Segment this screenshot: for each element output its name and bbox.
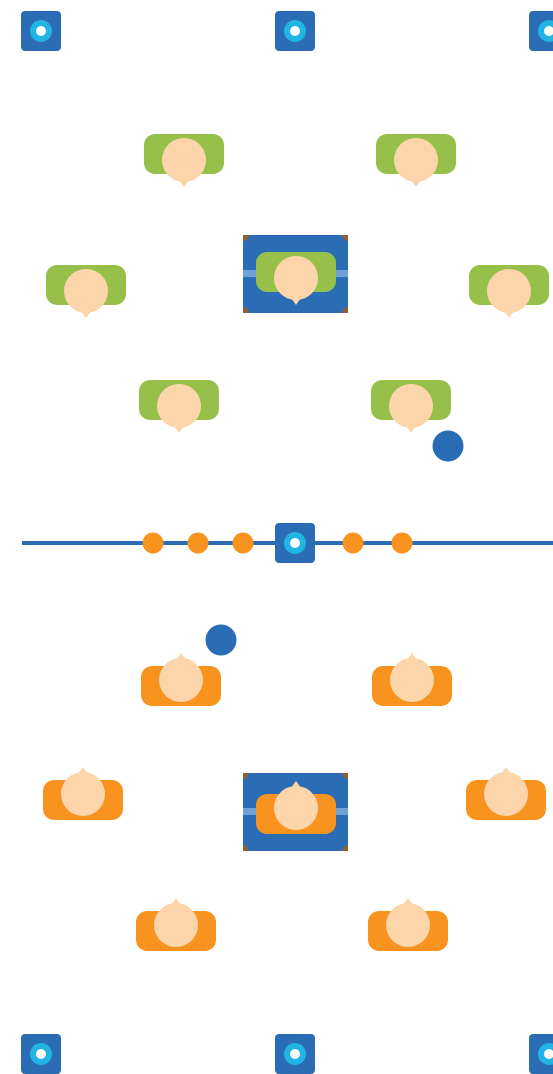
- player-top-team: [139, 380, 219, 433]
- player-top-team: [469, 265, 549, 318]
- player-bottom-team: [43, 767, 123, 820]
- player-bottom-team: [372, 653, 452, 706]
- cone-icon: [21, 11, 61, 51]
- cone-icon: [21, 1034, 61, 1074]
- player-top-team: [376, 134, 456, 187]
- cone-icon: [275, 11, 315, 51]
- ball-icon: [432, 430, 464, 462]
- line-marker: [232, 532, 254, 554]
- cone-icon: [529, 1034, 553, 1074]
- player-top-team: [144, 134, 224, 187]
- cones-group: [21, 11, 553, 1074]
- player-bottom-team: [136, 898, 216, 951]
- player-top-team: [371, 380, 451, 433]
- line-marker: [342, 532, 364, 554]
- balls-group: [205, 430, 464, 656]
- player-bottom-team: [141, 653, 221, 706]
- ball-icon: [205, 624, 237, 656]
- cone-icon: [529, 11, 553, 51]
- player-top-team: [46, 265, 126, 318]
- player-bottom-team: [368, 898, 448, 951]
- line-marker: [142, 532, 164, 554]
- players-group: [43, 134, 549, 951]
- cone-icon: [275, 1034, 315, 1074]
- player-top-team: [256, 252, 336, 305]
- line-marker: [187, 532, 209, 554]
- player-bottom-team: [466, 767, 546, 820]
- cone-icon: [275, 523, 315, 563]
- player-bottom-team: [256, 781, 336, 834]
- line-marker: [391, 532, 413, 554]
